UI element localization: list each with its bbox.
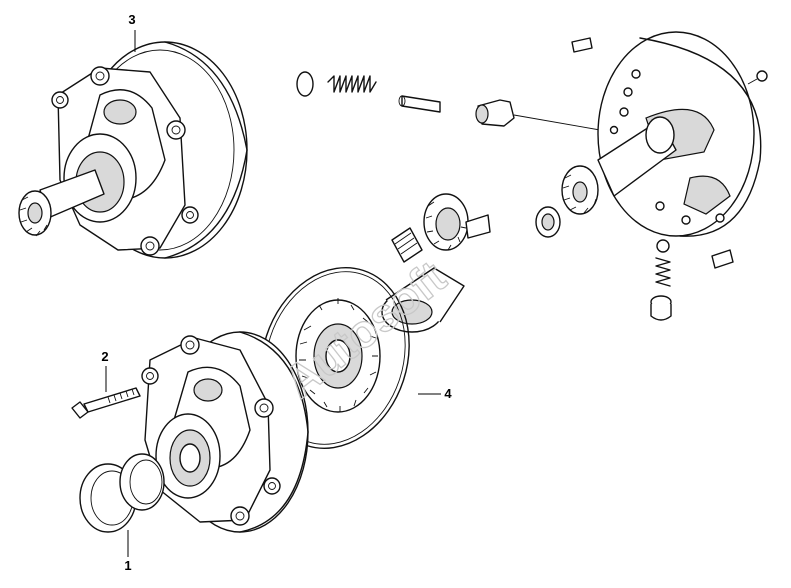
callout-label: 4: [444, 386, 452, 401]
bushing-sleeve: [381, 267, 465, 333]
mounting-bolt: [71, 387, 141, 419]
bearing-race: [535, 206, 561, 238]
callout-2: 2: [101, 349, 109, 392]
pump-cover-plate: [561, 31, 768, 269]
callout-label: 2: [101, 349, 108, 364]
check-valve-spring-plug: [650, 239, 672, 321]
callout-3: 3: [128, 12, 136, 52]
valve-spring: [327, 75, 377, 93]
pump-housing-upper: [18, 41, 248, 259]
pump-body-lower: [141, 331, 309, 533]
relief-valve-assembly: [296, 71, 601, 131]
drive-gear-small: [423, 193, 491, 251]
callout-4: 4: [418, 386, 452, 401]
driven-gear-large: [295, 298, 381, 413]
seal-ring-inner: [119, 453, 165, 511]
callout-label: 3: [128, 12, 135, 27]
callout-1: 1: [124, 530, 132, 573]
needle-bearing: [391, 227, 423, 263]
callout-label: 1: [124, 558, 131, 573]
